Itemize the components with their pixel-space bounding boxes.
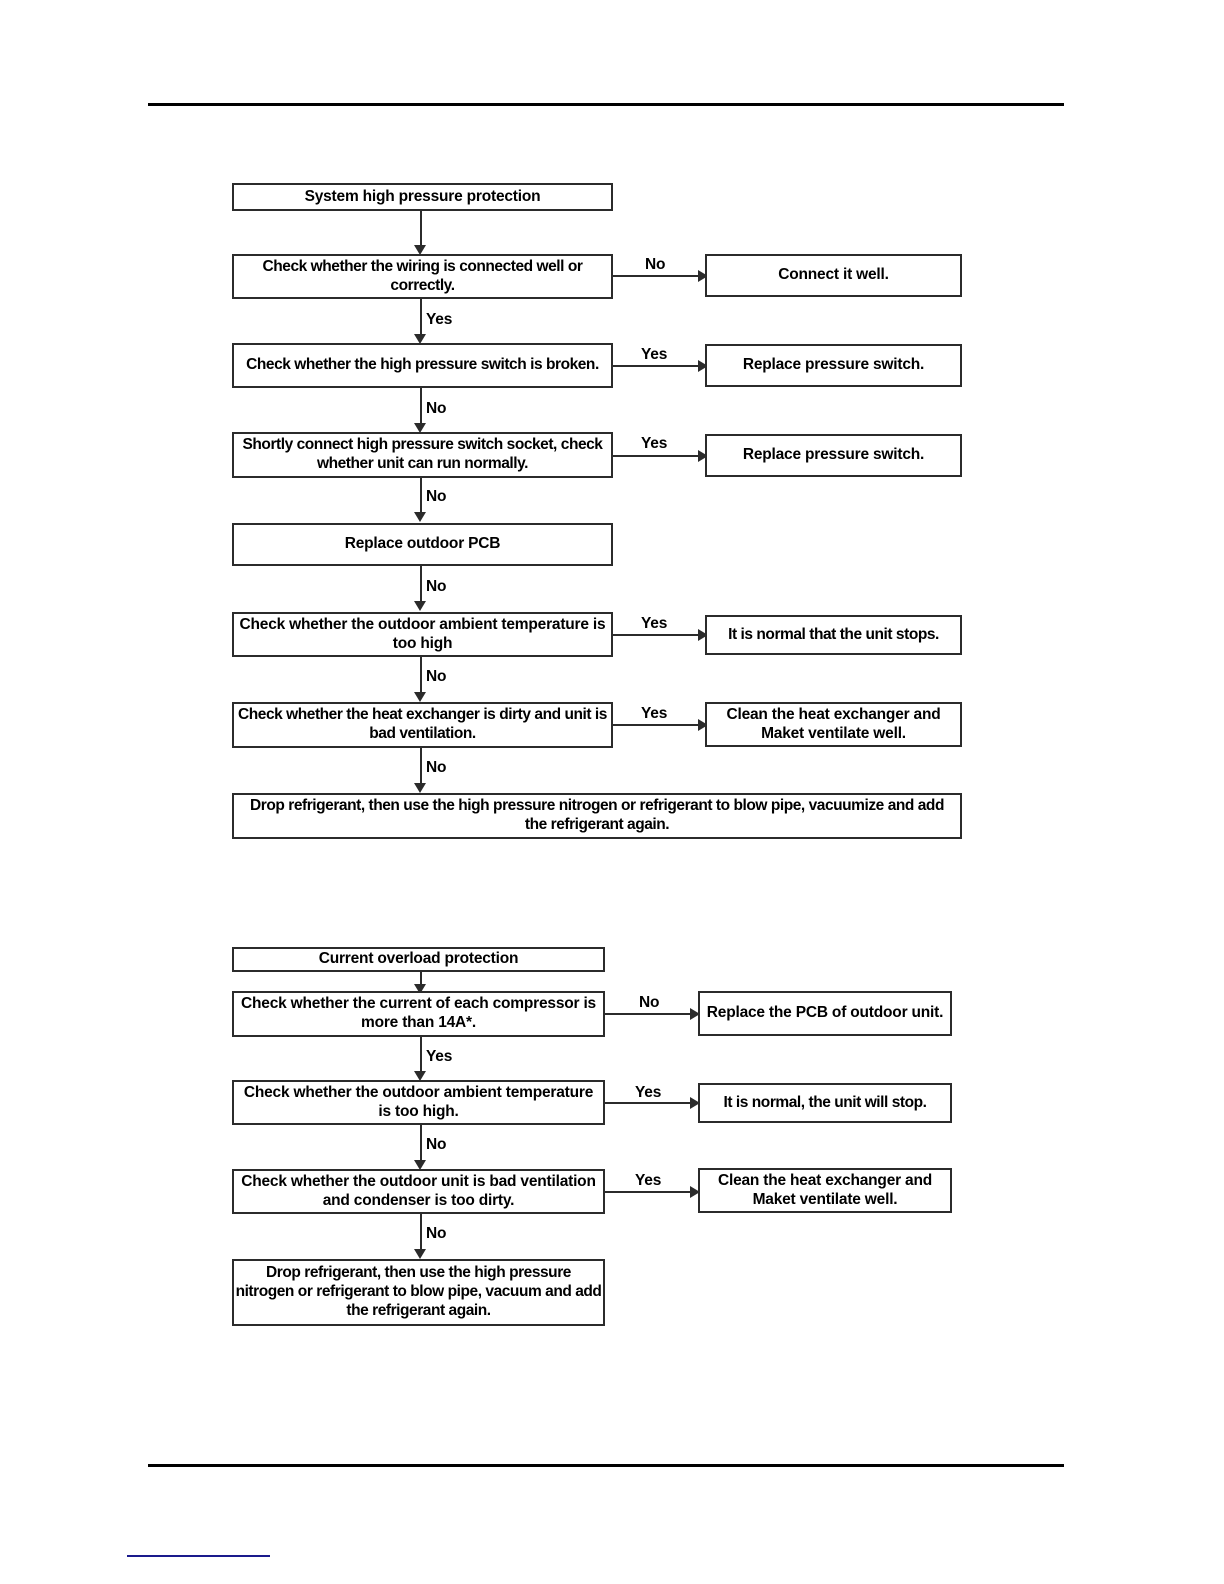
flow2-edge-label-check1-no: No — [639, 994, 660, 1011]
flow1-edge-check3-no-line — [420, 478, 422, 516]
flow1-edge-label-check2-yes: Yes — [641, 346, 668, 363]
page-header-rule — [148, 103, 1064, 106]
flow1-node-check-pressure-switch: Check whether the high pressure switch i… — [232, 343, 613, 388]
flow2-node-final-drop-refrigerant: Drop refrigerant, then use the high pres… — [232, 1259, 605, 1326]
flow2-edge-check3-no-arrow — [414, 1249, 426, 1259]
flow2-node-replace-pcb-outdoor-unit: Replace the PCB of outdoor unit. — [698, 991, 952, 1036]
flow1-edge-check5-yes-line — [613, 724, 700, 726]
flow1-edge-check2-yes-arrow — [698, 360, 708, 372]
flow1-edge-check1-no-arrow — [698, 270, 708, 282]
flow1-edge-label-check3-no: No — [426, 488, 447, 505]
flow1-node-clean-heat-exchanger: Clean the heat exchanger and Maket venti… — [705, 702, 962, 747]
flow2-edge-check1-yes-arrow — [414, 1071, 426, 1081]
flow1-edge-label-check4-yes: Yes — [641, 615, 668, 632]
flow2-edge-check1-yes-line — [420, 1037, 422, 1075]
flow1-edge-check4-yes-line — [613, 634, 700, 636]
page-footer-rule — [148, 1464, 1064, 1467]
flow1-node-connect-it-well: Connect it well. — [705, 254, 962, 297]
flow1-edge-check3-yes-line — [613, 455, 700, 457]
flow2-edge-check1-no-line — [605, 1013, 692, 1015]
flow2-node-check-compressor-current: Check whether the current of each compre… — [232, 991, 605, 1037]
flow2-edge-label-check1-yes: Yes — [426, 1048, 453, 1065]
flow2-edge-start-to-check1-arrow — [414, 984, 426, 994]
flow1-node-replace-pressure-switch-1: Replace pressure switch. — [705, 344, 962, 387]
flow1-edge-check4-no-line — [420, 657, 422, 695]
flow1-edge-label-pcb-no: No — [426, 578, 447, 595]
flow1-node-replace-outdoor-pcb: Replace outdoor PCB — [232, 523, 613, 566]
flow1-edge-label-check2-no: No — [426, 400, 447, 417]
flow2-edge-check3-yes-line — [605, 1191, 692, 1193]
flow2-edge-check3-yes-arrow — [690, 1186, 700, 1198]
flow1-edge-label-check4-no: No — [426, 668, 447, 685]
flow1-edge-pcb-to-check4-arrow — [414, 601, 426, 611]
flow2-node-start: Current overload protection — [232, 947, 605, 972]
flow1-node-check-wiring: Check whether the wiring is connected we… — [232, 254, 613, 299]
flow2-edge-check2-yes-line — [605, 1102, 692, 1104]
flow1-edge-check1-yes-line — [420, 299, 422, 338]
flow1-edge-check1-yes-arrow — [414, 334, 426, 344]
flow1-edge-check2-no-line — [420, 388, 422, 427]
flow2-edge-check1-no-arrow — [690, 1008, 700, 1020]
flow1-edge-check3-yes-arrow — [698, 450, 708, 462]
flow1-edge-check4-yes-arrow — [698, 629, 708, 641]
flow1-edge-check2-no-arrow — [414, 423, 426, 433]
flow1-edge-start-to-check1-arrow — [414, 245, 426, 255]
flow2-edge-label-check2-no: No — [426, 1136, 447, 1153]
flow1-edge-label-check5-no: No — [426, 759, 447, 776]
flow1-edge-check5-yes-arrow — [698, 719, 708, 731]
flow1-edge-label-check1-no: No — [645, 256, 666, 273]
flow1-edge-check5-no-line — [420, 748, 422, 786]
flow1-edge-check1-no-line — [613, 275, 700, 277]
flow2-edge-check2-no-arrow — [414, 1160, 426, 1170]
flow2-edge-label-check2-yes: Yes — [635, 1084, 662, 1101]
flow1-node-replace-pressure-switch-2: Replace pressure switch. — [705, 434, 962, 477]
footnote-separator-rule — [127, 1555, 270, 1557]
flow1-node-check-heat-exchanger: Check whether the heat exchanger is dirt… — [232, 702, 613, 748]
flow2-node-normal-unit-will-stop: It is normal, the unit will stop. — [698, 1083, 952, 1123]
flow1-node-final-drop-refrigerant: Drop refrigerant, then use the high pres… — [232, 793, 962, 839]
flow1-node-start: System high pressure protection — [232, 183, 613, 211]
flow1-edge-label-check1-yes: Yes — [426, 311, 453, 328]
flow2-edge-check2-yes-arrow — [690, 1097, 700, 1109]
flow1-edge-check4-no-arrow — [414, 692, 426, 702]
flow2-edge-label-check3-yes: Yes — [635, 1172, 662, 1189]
flow1-edge-label-check3-yes: Yes — [641, 435, 668, 452]
flow1-edge-start-to-check1-line — [420, 211, 422, 250]
flow2-edge-check3-no-line — [420, 1214, 422, 1252]
flow1-edge-label-check5-yes: Yes — [641, 705, 668, 722]
flow2-edge-start-to-check1-line — [420, 972, 422, 989]
flow1-node-short-switch-socket: Shortly connect high pressure switch soc… — [232, 432, 613, 478]
flow2-node-check-bad-ventilation: Check whether the outdoor unit is bad ve… — [232, 1169, 605, 1214]
flow1-edge-check2-yes-line — [613, 365, 700, 367]
flow1-edge-check3-no-arrow — [414, 512, 426, 522]
flow2-node-check-ambient-temp: Check whether the outdoor ambient temper… — [232, 1080, 605, 1125]
flow2-edge-label-check3-no: No — [426, 1225, 447, 1242]
flow1-edge-pcb-to-check4-line — [420, 566, 422, 604]
flow2-edge-check2-no-line — [420, 1125, 422, 1163]
flow1-edge-check5-no-arrow — [414, 783, 426, 793]
flow2-node-clean-heat-exchanger: Clean the heat exchanger and Maket venti… — [698, 1168, 952, 1213]
flow1-node-normal-unit-stops: It is normal that the unit stops. — [705, 615, 962, 655]
flow1-node-check-ambient-temp: Check whether the outdoor ambient temper… — [232, 612, 613, 657]
